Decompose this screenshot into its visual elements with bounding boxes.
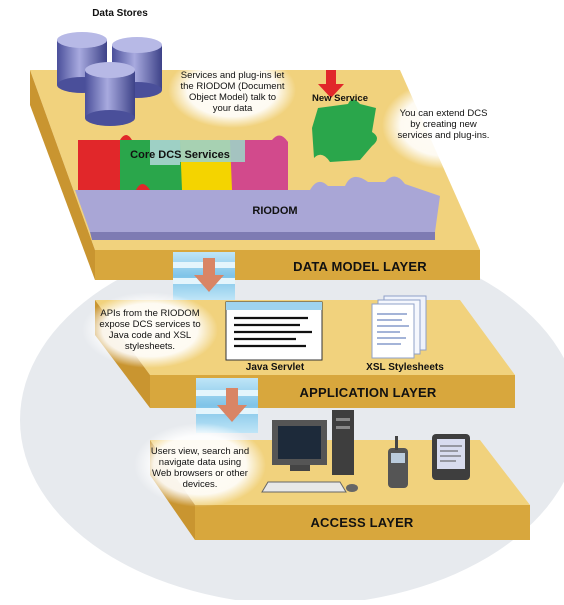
data-stores-label: Data Stores xyxy=(92,8,148,19)
note-users: Users view, search and navigate data usi… xyxy=(150,446,250,490)
background-shadow xyxy=(20,235,564,605)
note-bubble-extend xyxy=(382,81,506,169)
note-bubble-plugins xyxy=(168,52,296,128)
xsl-stylesheets-pages xyxy=(371,295,427,359)
application-layer-title: APPLICATION LAYER xyxy=(299,385,437,400)
riodom-label: RIODOM xyxy=(252,205,298,217)
java-servlet-document xyxy=(225,301,323,361)
note-apis: APIs from the RIODOM expose DCS services… xyxy=(99,308,201,352)
computer-icon xyxy=(261,410,358,493)
new-service-piece xyxy=(312,70,377,162)
data-model-layer-title: DATA MODEL LAYER xyxy=(293,259,427,274)
core-services-puzzle xyxy=(78,135,288,190)
data-store-cylinders xyxy=(57,32,162,126)
note-extend: You can extend DCS by creating new servi… xyxy=(397,108,490,141)
xsl-stylesheets-label: XSL Stylesheets xyxy=(366,362,444,373)
new-service-label: New Service xyxy=(312,93,368,104)
note-bubble-apis xyxy=(82,292,218,368)
note-plugins: Services and plug-ins let the RIODOM (Do… xyxy=(180,70,285,114)
access-layer-title: ACCESS LAYER xyxy=(310,515,414,530)
connector-data-to-app xyxy=(173,252,235,300)
riodom-base xyxy=(75,176,440,240)
cylinder-front xyxy=(85,62,135,126)
new-service-arrow xyxy=(318,70,344,98)
core-services-label: Core DCS Services xyxy=(130,149,230,161)
phone-icon xyxy=(388,436,408,488)
pda-icon xyxy=(432,434,470,480)
note-bubble-users xyxy=(134,423,266,507)
java-servlet-label: Java Servlet xyxy=(245,362,305,373)
